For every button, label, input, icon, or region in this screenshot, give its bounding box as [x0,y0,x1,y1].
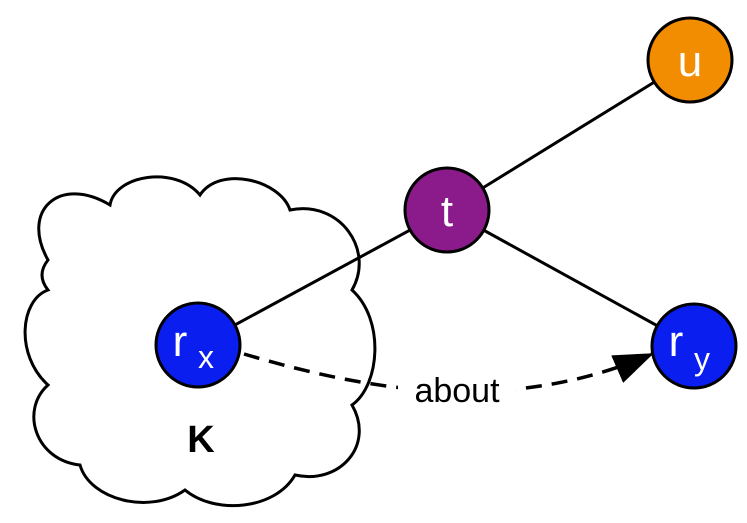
cloud-k-label: K [187,419,215,461]
edge-t-ry [446,208,695,348]
node-u-label: u [678,37,702,86]
node-rx-label: r [173,317,188,366]
node-u: u [646,16,734,104]
node-rx: r x [154,301,242,389]
node-t-label: t [441,187,453,236]
node-u-circle [646,16,734,104]
node-t-circle [403,166,491,254]
node-ry-circle [650,302,738,390]
edge-about-label: about [414,372,500,410]
node-ry-label: r [669,317,684,366]
node-rx-circle [154,301,242,389]
edge-about-label-bg [398,370,516,410]
node-ry-sub: y [694,341,710,377]
node-rx-sub: x [198,339,214,375]
node-ry: r y [650,302,738,390]
edge-t-u [446,58,691,212]
node-t: t [403,166,491,254]
edge-rx-t [197,208,448,347]
